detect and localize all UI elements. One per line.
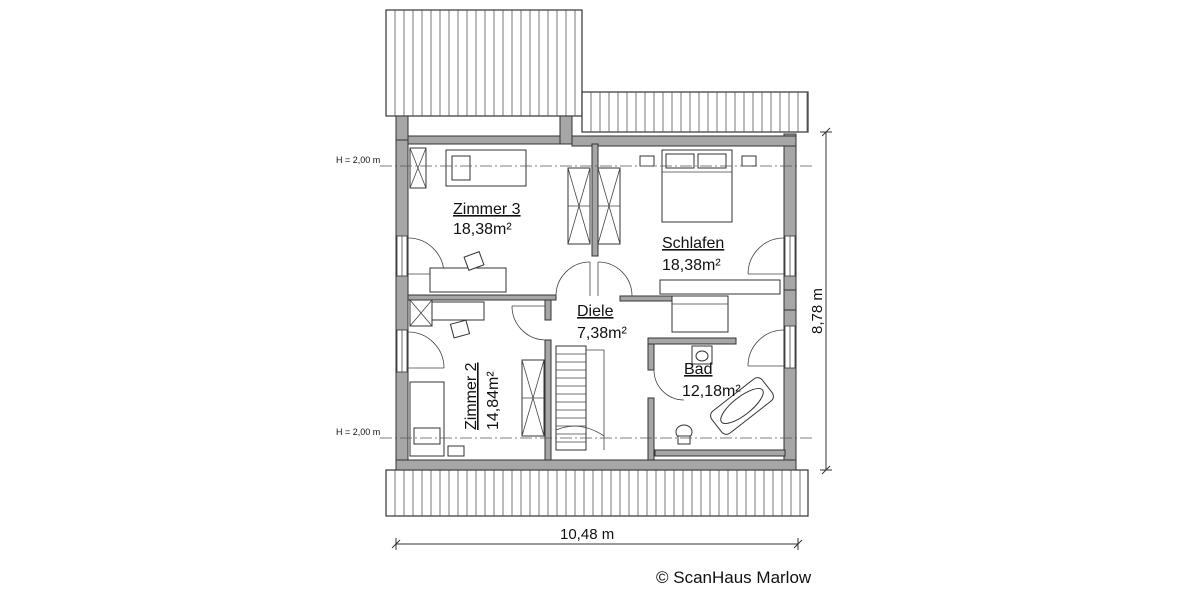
height-mark-label: H = 2,00 m	[336, 427, 380, 437]
beds	[409, 149, 733, 457]
width-label: 10,48 m	[560, 526, 614, 543]
dimension-width: 10,48 m	[391, 526, 803, 550]
room-name: Zimmer 3	[453, 201, 521, 218]
room-schlafen: Schlafen 18,38m²	[662, 235, 724, 274]
room-bad: Bad 12,18m²	[682, 361, 741, 400]
desks	[429, 155, 781, 339]
roof-bottom	[385, 469, 809, 517]
bathroom-fixtures	[675, 345, 774, 445]
room-area: 18,38m²	[453, 221, 512, 238]
room-area: 7,38m²	[577, 325, 627, 342]
room-zimmer-2: Zimmer 2 14,84m²	[463, 362, 502, 430]
roof-top-right	[581, 91, 809, 133]
inner-walls	[407, 143, 797, 461]
height-mark-lower: H = 2,00 m	[336, 427, 812, 439]
room-name: Schlafen	[662, 235, 724, 252]
copyright-text: © ScanHaus Marlow	[656, 568, 812, 587]
wardrobes	[409, 147, 729, 437]
room-area: 14,84m²	[485, 371, 502, 430]
room-name: Bad	[684, 361, 712, 378]
height-mark-label: H = 2,00 m	[336, 155, 380, 165]
room-name: Zimmer 2	[463, 362, 480, 430]
depth-label: 8,78 m	[809, 288, 826, 334]
dimension-depth: 8,78 m	[809, 127, 832, 475]
room-diele: Diele 7,38m²	[577, 303, 627, 342]
room-area: 12,18m²	[682, 383, 741, 400]
room-area: 18,38m²	[662, 257, 721, 274]
windows	[396, 235, 796, 373]
outer-walls	[395, 115, 797, 471]
door-swings	[407, 237, 785, 401]
room-zimmer-3: Zimmer 3 18,38m²	[453, 201, 521, 238]
room-name: Diele	[577, 303, 614, 320]
roof-dormer-top-left	[385, 9, 583, 117]
staircase	[555, 345, 605, 451]
height-mark-upper: H = 2,00 m	[336, 155, 812, 167]
